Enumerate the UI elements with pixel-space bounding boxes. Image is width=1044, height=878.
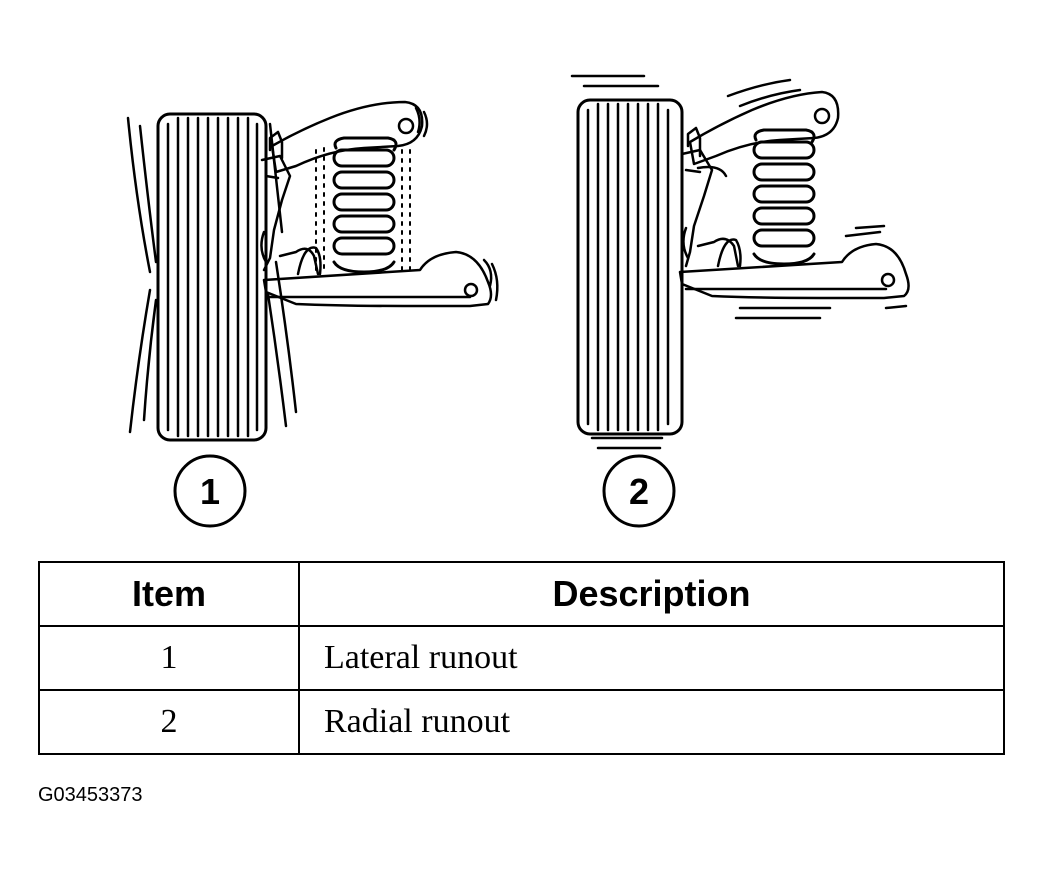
radial-runout-suspension-icon: [678, 78, 910, 320]
lateral-runout-wheel-icon: [126, 112, 298, 442]
legend-table: Item Description 1 Lateral runout 2 Radi…: [38, 561, 1005, 755]
legend-row-1-item: 1: [38, 625, 300, 691]
table-row: 1 Lateral runout: [38, 625, 1005, 691]
legend-row-2-item: 2: [38, 689, 300, 755]
figure-id: G03453373: [38, 784, 143, 806]
runout-illustration: 1 2: [126, 74, 910, 528]
lateral-runout-suspension-icon: [260, 100, 499, 308]
callout-2-label: 2: [629, 471, 649, 512]
radial-runout-wheel-icon: [570, 74, 684, 450]
table-row: 2 Radial runout: [38, 689, 1005, 755]
callout-2: 2: [602, 454, 676, 528]
callout-1: 1: [173, 454, 247, 528]
legend-header-row: Item Description: [38, 561, 1005, 627]
legend-header-description: Description: [298, 561, 1005, 627]
legend-row-1-description: Lateral runout: [298, 625, 1005, 691]
callout-1-label: 1: [200, 471, 220, 512]
legend-header-item: Item: [38, 561, 300, 627]
legend-row-2-description: Radial runout: [298, 689, 1005, 755]
